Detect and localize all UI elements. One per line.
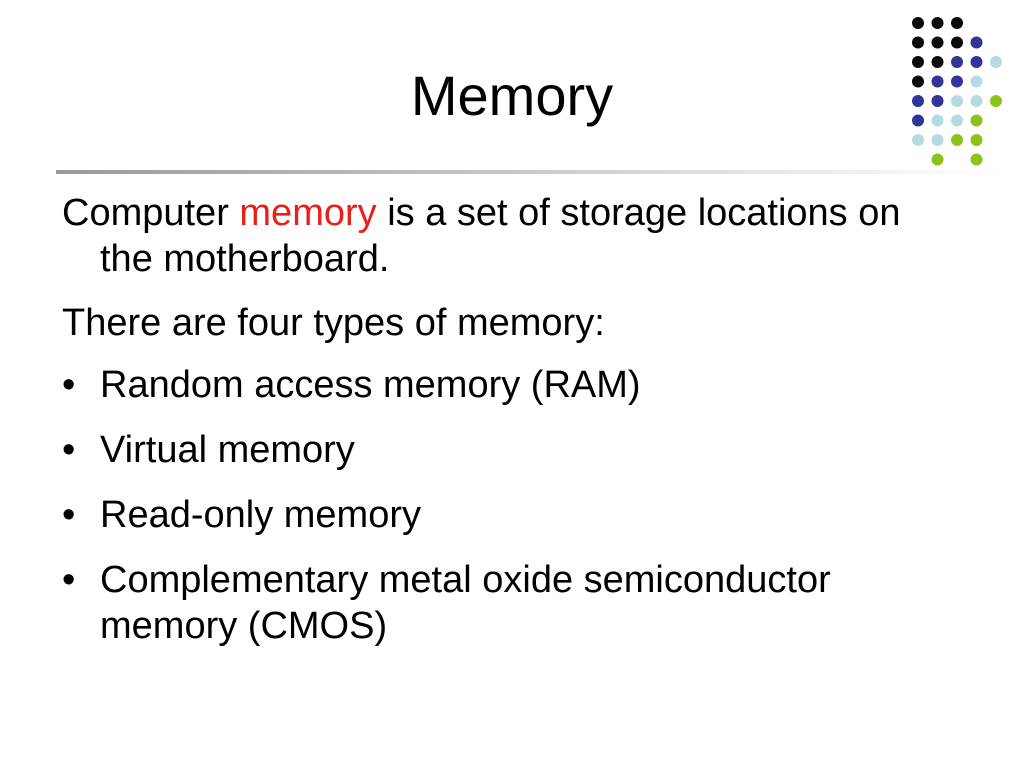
highlighted-term: memory	[239, 192, 377, 234]
intro-text-before: Computer	[62, 192, 240, 234]
types-intro: There are four types of memory:	[62, 302, 605, 344]
bullet-icon: •	[62, 494, 76, 536]
decorative-dot	[931, 153, 944, 166]
list-item: • Read-only memory	[62, 492, 962, 538]
decorative-dot	[951, 17, 963, 29]
intro-paragraph: Computer memory is a set of storage loca…	[62, 190, 962, 282]
memory-types-list: • Random access memory (RAM) • Virtual mem…	[62, 362, 962, 649]
bullet-icon: •	[62, 559, 76, 601]
decorative-dot	[912, 17, 924, 29]
list-item: • Complementary metal oxide semiconductor…	[62, 557, 962, 649]
decorative-dot	[931, 134, 944, 146]
decorative-dot	[931, 36, 944, 49]
list-item-text: Random access memory (RAM)	[100, 364, 641, 406]
decorative-dot	[970, 153, 983, 166]
list-item: • Virtual memory	[62, 427, 962, 473]
decorative-dot	[931, 17, 944, 29]
decorative-dot	[970, 134, 983, 146]
title-divider	[56, 170, 1000, 174]
intro-text-after: is a set of storage locations on the mot…	[100, 192, 901, 280]
decorative-dot	[912, 36, 924, 49]
list-item-text: Virtual memory	[100, 429, 355, 471]
list-item: • Random access memory (RAM)	[62, 362, 962, 408]
slide-title: Memory	[410, 64, 614, 127]
bullet-icon: •	[62, 429, 76, 471]
bullet-icon: •	[62, 364, 76, 406]
decorative-dot	[951, 134, 963, 146]
decorative-dot	[970, 36, 983, 49]
list-item-text: Read-only memory	[100, 494, 421, 536]
list-item-text: Complementary metal oxide semiconductor …	[100, 559, 831, 647]
decorative-dot	[951, 36, 963, 49]
slide-body: Computer memory is a set of storage loca…	[62, 190, 962, 668]
decorative-dot	[912, 134, 924, 146]
